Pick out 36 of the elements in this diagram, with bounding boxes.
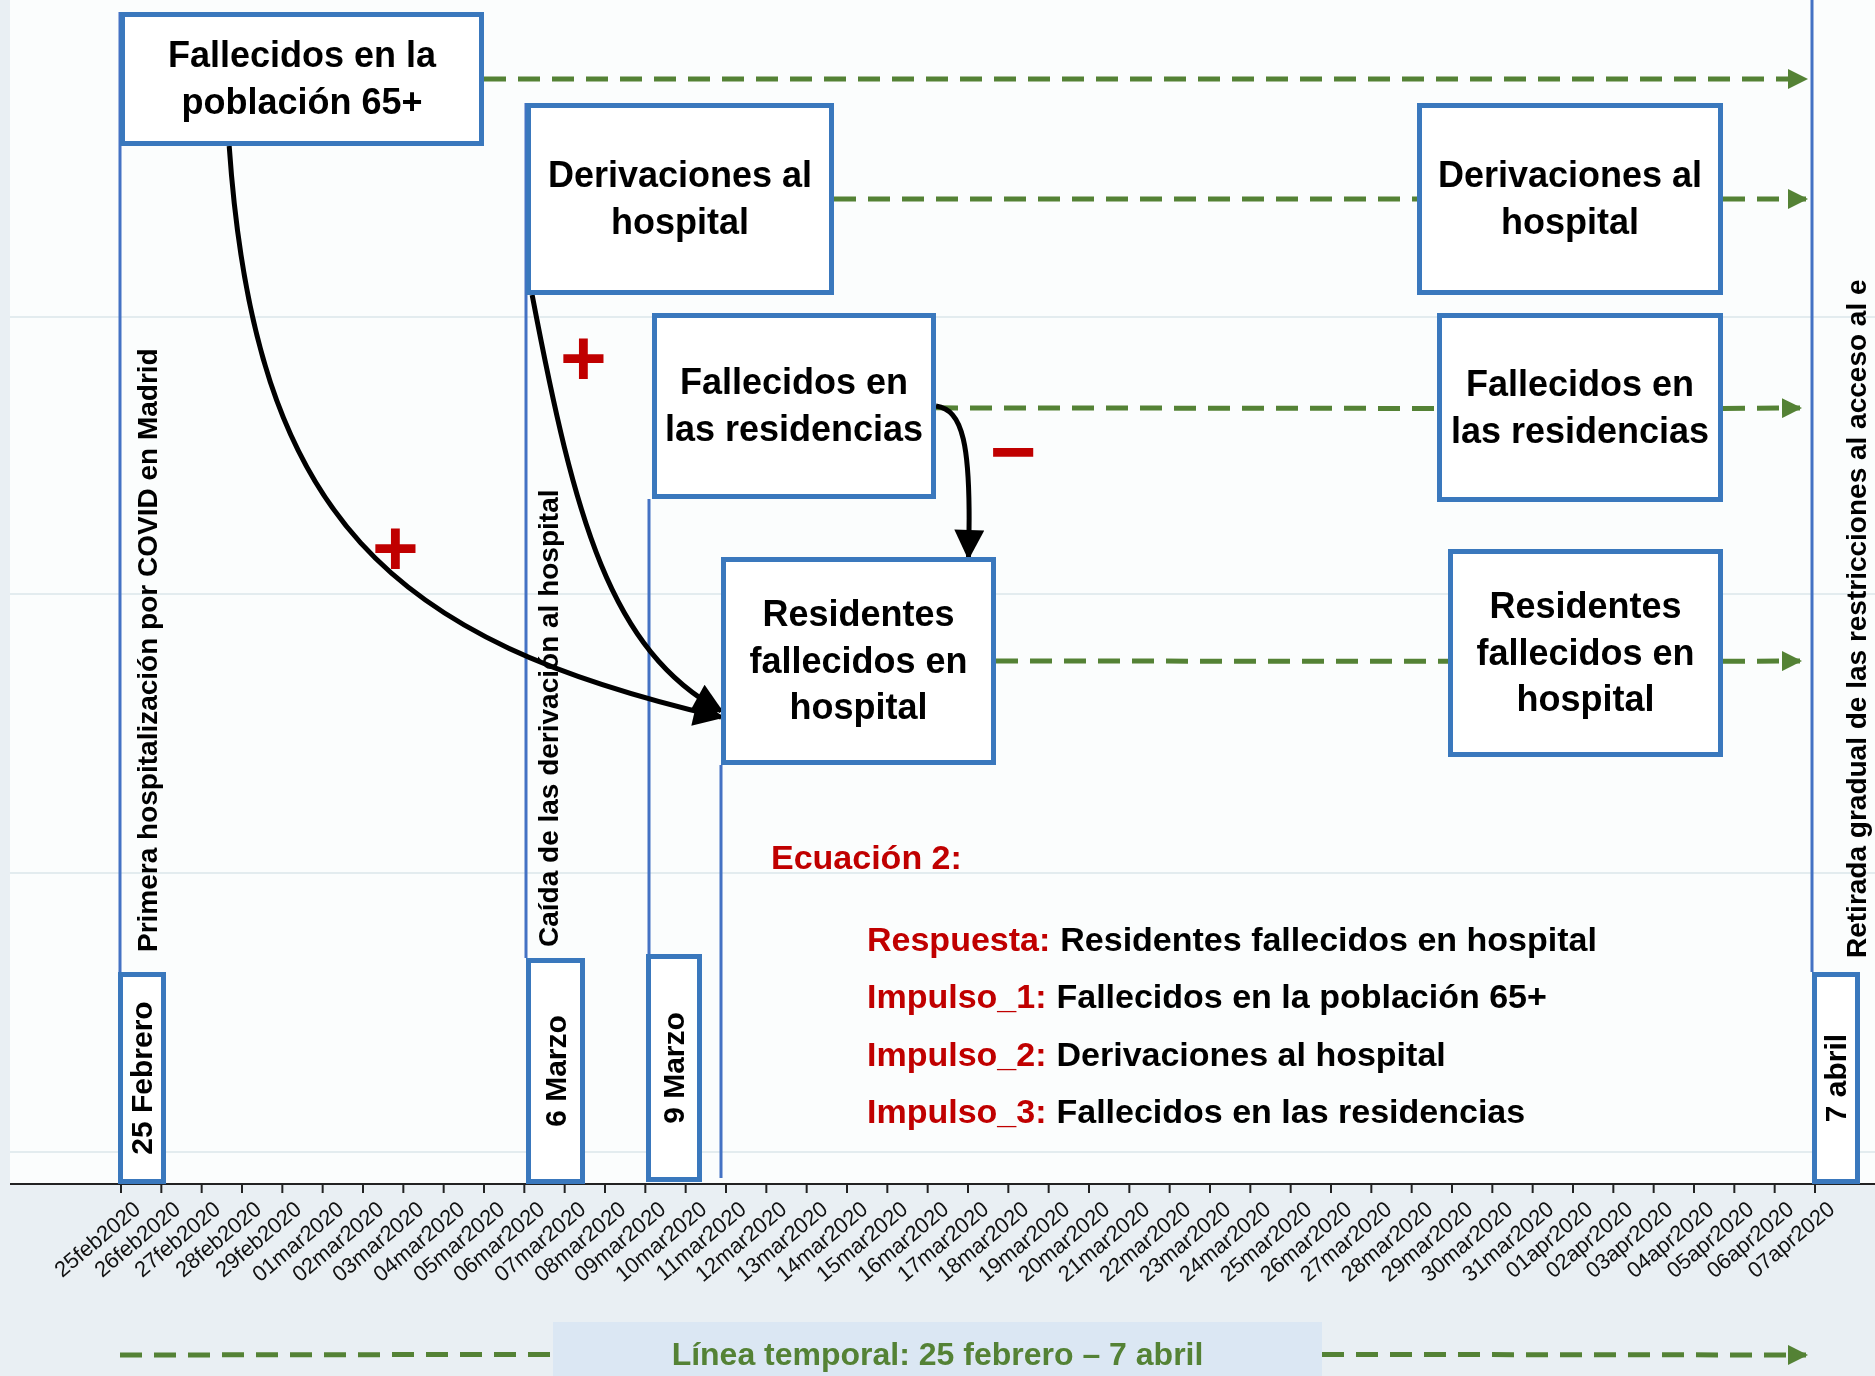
variable-box: Fallecidos en las residencias [1437,313,1723,502]
equation-term: Respuesta: [867,920,1051,959]
edge-label: − [990,412,1037,492]
arrow [1723,398,1802,419]
equation-text: Residentes fallecidos en hospital [1060,920,1597,959]
variable-box: Residentes fallecidos en hospital [721,557,996,765]
event-label: Caída de las derivación al hospital [533,489,565,947]
variable-box: Derivaciones al hospital [526,103,834,295]
equation-heading: Ecuación 2: [771,838,962,877]
connector-line [834,196,1417,202]
arrow [484,69,1808,89]
equation-term: Impulso_1: [867,977,1047,1016]
date-marker: 25 Febrero [118,972,166,1184]
connector-line [936,405,1437,411]
variable-box: Fallecidos en las residencias [652,313,936,499]
event-label: Retirada gradual de las restricciones al acceso al e [1841,279,1873,958]
arrow [1723,189,1808,209]
equation-term: Impulso_2: [867,1035,1047,1074]
equation-text: Fallecidos en las residencias [1056,1092,1526,1131]
arrow [1723,651,1802,672]
equation-text: Derivaciones al hospital [1056,1035,1446,1074]
variable-box: Derivaciones al hospital [1417,103,1723,295]
event-label: Primera hospitalización por COVID en Madrid [132,348,164,952]
variable-box: Residentes fallecidos en hospital [1448,549,1723,757]
timeline-label: Línea temporal: 25 febrero – 7 abril [553,1322,1322,1376]
edge-label: + [560,318,607,398]
date-marker: 6 Marzo [526,958,585,1184]
date-marker: 7 abril [1812,972,1860,1184]
arrow [1322,1345,1808,1365]
equation-term: Impulso_3: [867,1092,1047,1131]
variable-box: Fallecidos en la población 65+ [120,12,484,146]
connector-line [120,1351,553,1358]
edge-label: + [372,508,419,588]
connector-line [996,658,1448,664]
equation-text: Fallecidos en la población 65+ [1056,977,1547,1016]
date-marker: 9 Marzo [646,954,702,1182]
